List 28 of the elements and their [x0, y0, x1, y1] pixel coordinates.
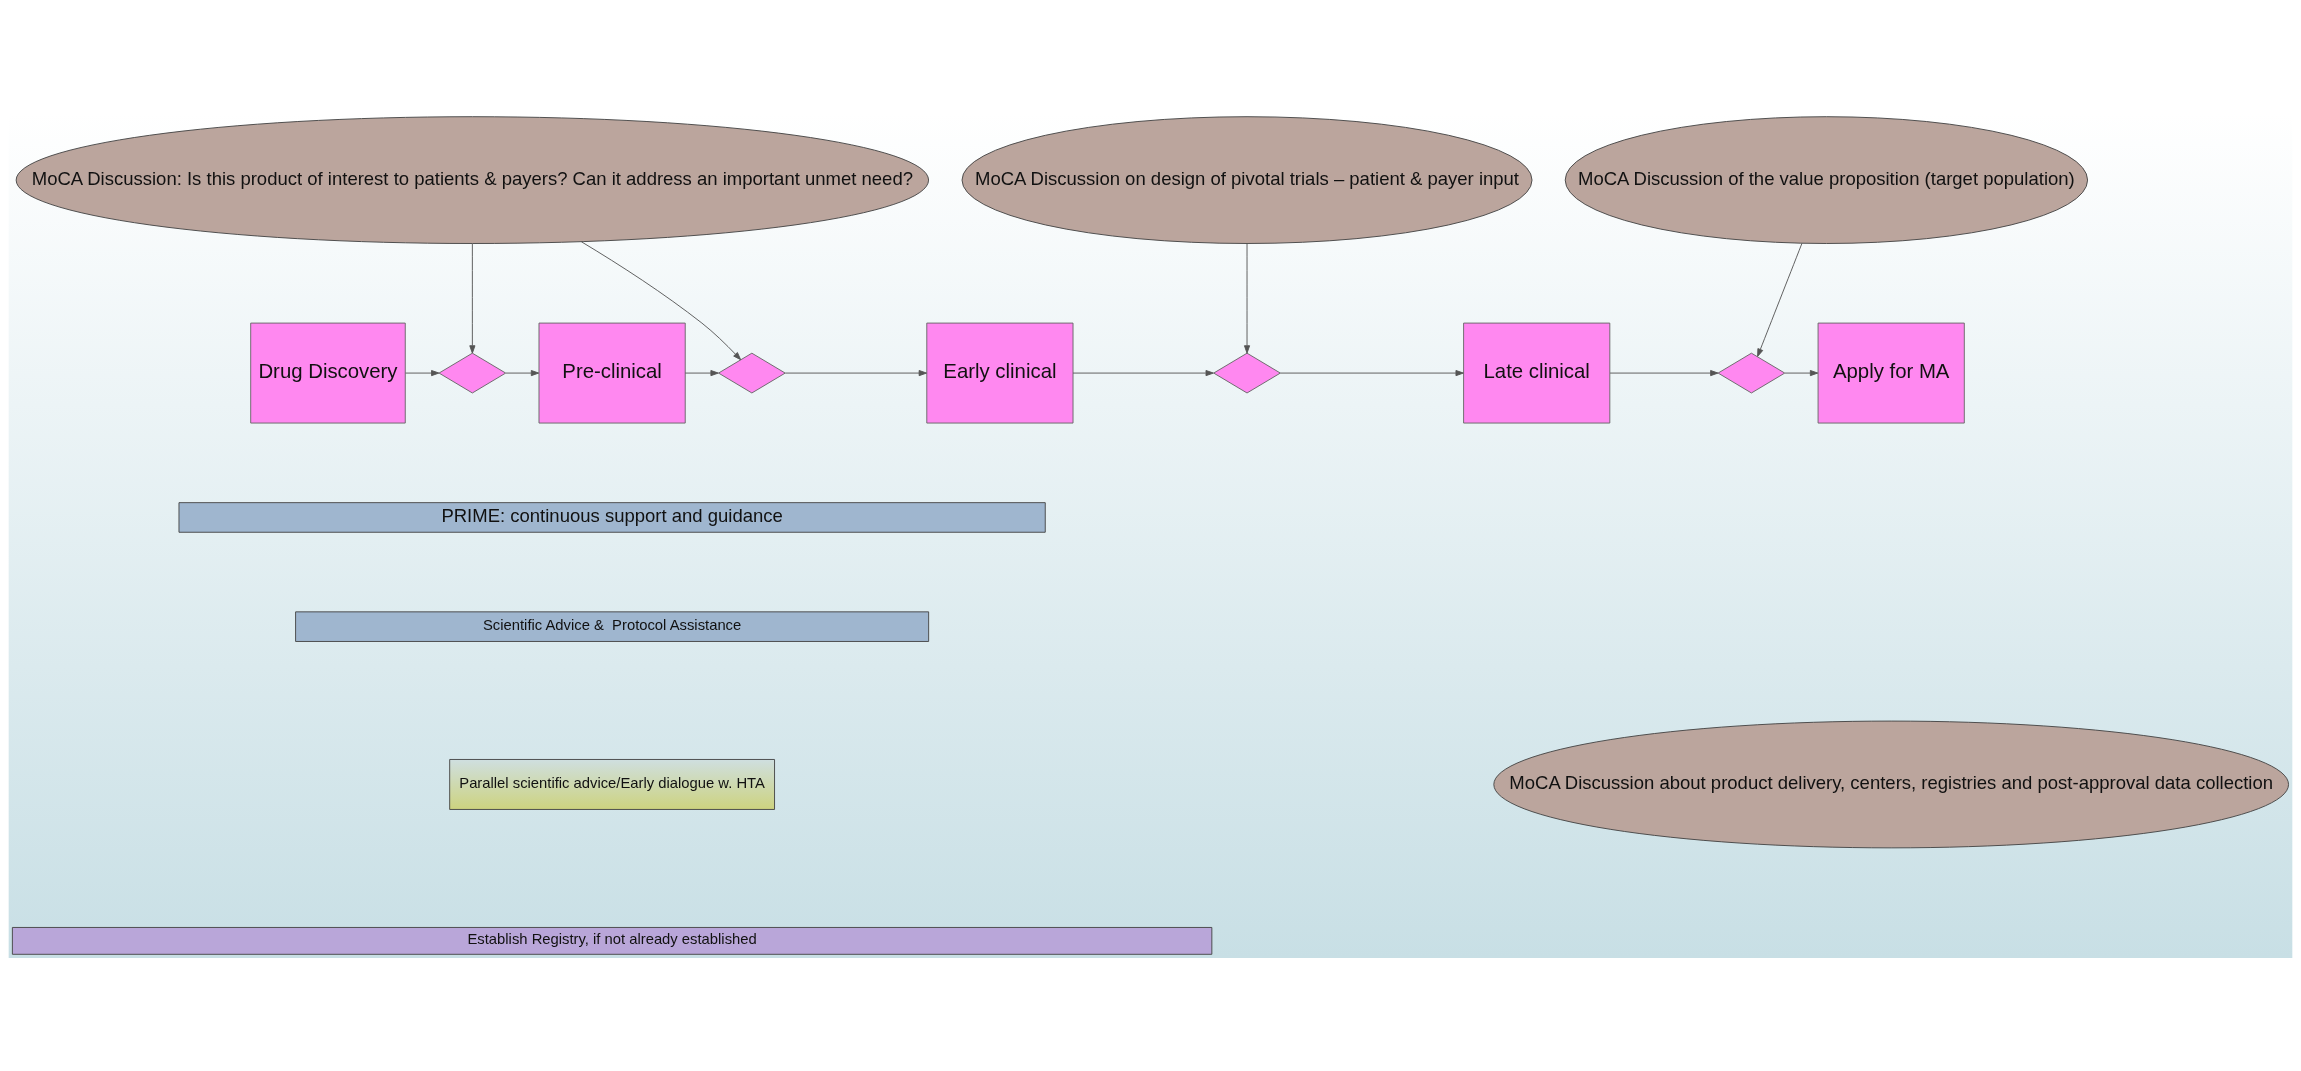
- node-box: Pre-clinical: [538, 322, 686, 424]
- arrow: [405, 370, 440, 377]
- node-diamond: [1213, 352, 1281, 394]
- node-box: PRIME: continuous support and guidance: [178, 502, 1046, 533]
- node-box: Early clinical: [926, 322, 1074, 424]
- node-box: Apply for MA: [1817, 322, 1965, 424]
- node-box: Scientific Advice & Protocol Assistance: [295, 611, 930, 642]
- arrow: [505, 370, 540, 377]
- arrow: [1243, 243, 1251, 354]
- node-ellipse: MoCA Discussion: Is this product of interest to patients & payers? Can it address an important unmet need?: [15, 116, 930, 244]
- node-ellipse: MoCA Discussion about product delivery, centers, registries and post-approval data collection: [1493, 720, 2289, 849]
- arrow: [1279, 370, 1464, 377]
- node-box: Drug Discovery: [250, 322, 406, 424]
- arrow: [1757, 242, 1803, 357]
- arrow: [1609, 370, 1719, 377]
- arrow: [784, 370, 927, 377]
- arrow: [1784, 370, 1819, 377]
- node-diamond: [438, 352, 507, 394]
- node-ellipse: MoCA Discussion on design of pivotal trials – patient & payer input: [961, 116, 1533, 244]
- arrow: [469, 243, 476, 354]
- node-box: Late clinical: [1463, 322, 1611, 424]
- node-box: Parallel scientific advice/Early dialogue w. HTA: [449, 759, 775, 810]
- node-box: Establish Registry, if not already established: [11, 927, 1213, 955]
- node-diamond: [1717, 352, 1786, 394]
- node-ellipse: MoCA Discussion of the value proposition (target population): [1564, 116, 2089, 244]
- arrow: [580, 241, 742, 361]
- arrow: [684, 370, 719, 377]
- arrow: [1072, 370, 1214, 377]
